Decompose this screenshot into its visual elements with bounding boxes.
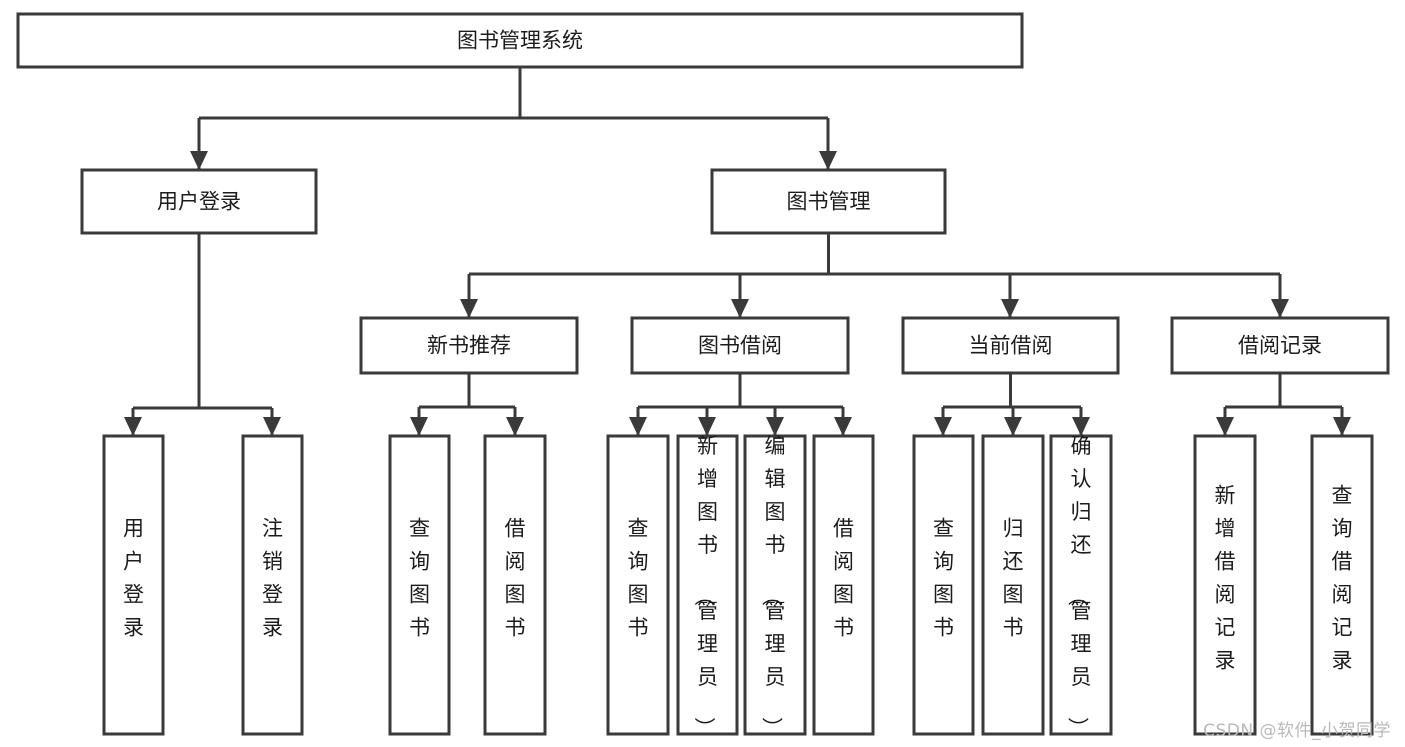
node-leaf-query-book-borrow[interactable]: 查询图书 <box>606 434 670 736</box>
node-box[interactable] <box>901 316 1120 375</box>
node-book-borrow[interactable]: 图书借阅 <box>630 316 850 375</box>
edge-group <box>1216 373 1351 436</box>
edge-group <box>190 67 837 170</box>
node-box[interactable] <box>1310 434 1374 736</box>
edge-arrowhead <box>1004 417 1022 436</box>
node-leaf-logout-login[interactable]: 注销登录 <box>241 434 304 736</box>
node-box[interactable] <box>241 434 304 736</box>
node-root[interactable]: 图书管理系统 <box>16 12 1024 69</box>
node-box[interactable] <box>1049 434 1113 736</box>
node-label: 图书管理 <box>787 190 871 214</box>
node-label: 图书管理系统 <box>457 29 583 53</box>
node-box[interactable] <box>16 12 1024 69</box>
edge-arrowhead <box>1072 417 1090 436</box>
node-label: 新书推荐 <box>427 334 511 358</box>
node-box[interactable] <box>630 316 850 375</box>
node-box[interactable] <box>676 434 739 736</box>
node-leaf-query-borrow-record[interactable]: 查询借阅记录 <box>1310 434 1374 736</box>
edge-arrowhead <box>1216 417 1234 436</box>
edge-group <box>460 233 1289 318</box>
node-leaf-borrow-book[interactable]: 借阅图书 <box>812 434 875 736</box>
node-label: 查询借阅记录 <box>1332 484 1353 673</box>
edges-layer <box>124 67 1351 436</box>
node-box[interactable] <box>912 434 975 736</box>
node-label: 当前借阅 <box>969 334 1053 358</box>
edge-arrowhead <box>1333 417 1351 436</box>
node-leaf-edit-book-admin[interactable]: 编辑图书（管理员） <box>743 434 807 738</box>
node-label: 图书借阅 <box>698 334 782 358</box>
node-label: 编辑图书（管理员） <box>760 434 786 738</box>
node-box[interactable] <box>710 168 947 235</box>
edge-arrowhead <box>506 417 524 436</box>
edge-arrowhead <box>934 417 952 436</box>
node-box[interactable] <box>80 168 318 235</box>
edge-arrowhead <box>698 417 716 436</box>
node-current-borrow[interactable]: 当前借阅 <box>901 316 1120 375</box>
node-box[interactable] <box>388 434 451 736</box>
node-leaf-user-login[interactable]: 用户登录 <box>102 434 165 736</box>
edge-arrowhead <box>124 417 142 436</box>
edge-arrowhead <box>834 417 852 436</box>
node-box[interactable] <box>1193 434 1257 736</box>
edge-group <box>934 373 1090 436</box>
node-leaf-query-book-current[interactable]: 查询图书 <box>912 434 975 736</box>
edge-arrowhead <box>629 417 647 436</box>
node-book-manage[interactable]: 图书管理 <box>710 168 947 235</box>
node-leaf-query-book-recommend[interactable]: 查询图书 <box>388 434 451 736</box>
node-label: 用户登录 <box>157 190 241 214</box>
node-box[interactable] <box>606 434 670 736</box>
node-box[interactable] <box>483 434 547 736</box>
edge-arrowhead <box>263 417 281 436</box>
node-box[interactable] <box>981 434 1045 736</box>
edge-group <box>410 373 524 436</box>
node-leaf-borrow-book-recommend[interactable]: 借阅图书 <box>483 434 547 736</box>
edge-arrowhead <box>460 299 478 318</box>
edge-arrowhead <box>190 151 208 170</box>
edge-group <box>629 373 852 436</box>
node-label: 查询图书 <box>933 517 954 640</box>
edge-arrowhead <box>1001 299 1019 318</box>
node-label: 注销登录 <box>262 517 283 640</box>
node-borrow-record[interactable]: 借阅记录 <box>1170 316 1390 375</box>
node-box[interactable] <box>102 434 165 736</box>
node-box[interactable] <box>359 316 579 375</box>
node-new-book-recommend[interactable]: 新书推荐 <box>359 316 579 375</box>
node-user-login[interactable]: 用户登录 <box>80 168 318 235</box>
node-label: 借阅记录 <box>1238 334 1322 358</box>
node-label: 归还图书 <box>1003 517 1024 640</box>
edge-arrowhead <box>1271 299 1289 318</box>
node-label: 确认归还（管理员） <box>1066 434 1092 738</box>
edge-group <box>124 233 281 436</box>
edge-arrowhead <box>410 417 428 436</box>
node-label: 新增借阅记录 <box>1215 484 1236 673</box>
watermark-text: CSDN @软件_小贺同学 <box>1203 721 1391 741</box>
node-label: 查询图书 <box>628 517 649 640</box>
node-box[interactable] <box>1170 316 1390 375</box>
nodes-layer: 图书管理系统用户登录图书管理新书推荐图书借阅当前借阅借阅记录用户登录注销登录查询… <box>16 12 1390 738</box>
edge-arrowhead <box>766 417 784 436</box>
node-leaf-add-book-admin[interactable]: 新增图书（管理员） <box>676 434 739 738</box>
node-label: 查询图书 <box>409 517 430 640</box>
node-leaf-return-book[interactable]: 归还图书 <box>981 434 1045 736</box>
node-leaf-confirm-return-admin[interactable]: 确认归还（管理员） <box>1049 434 1113 738</box>
edge-arrowhead <box>819 151 837 170</box>
node-box[interactable] <box>812 434 875 736</box>
node-label: 借阅图书 <box>505 517 526 640</box>
node-leaf-add-borrow-record[interactable]: 新增借阅记录 <box>1193 434 1257 736</box>
node-label: 新增图书（管理员） <box>692 434 718 738</box>
node-label: 用户登录 <box>123 517 144 640</box>
node-label: 借阅图书 <box>833 517 854 640</box>
edge-arrowhead <box>731 299 749 318</box>
node-box[interactable] <box>743 434 807 736</box>
